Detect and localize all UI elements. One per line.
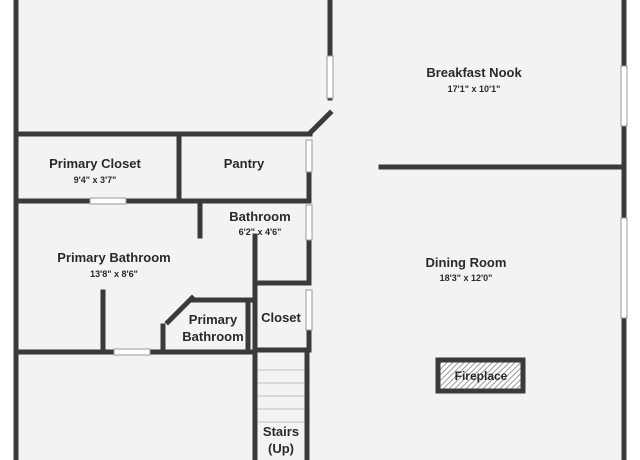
fireplace-label: Fireplace bbox=[455, 369, 508, 383]
small-primary-bathroom-line1: Primary bbox=[189, 312, 238, 327]
dining-room-name: Dining Room bbox=[426, 255, 507, 270]
walls bbox=[13, 0, 627, 460]
bathroom-name: Bathroom bbox=[229, 209, 290, 224]
dining-room-dims: 18'3" x 12'0" bbox=[440, 273, 493, 283]
stairs-treads bbox=[255, 369, 306, 423]
closet-name: Closet bbox=[261, 310, 301, 325]
pantry-name: Pantry bbox=[224, 156, 265, 171]
stairs-line1: Stairs bbox=[263, 424, 299, 439]
primary-bathroom-dims: 13'8" x 8'6" bbox=[90, 269, 138, 279]
stairs-line2: (Up) bbox=[268, 441, 294, 456]
bathroom-dims: 6'2" x 4'6" bbox=[239, 227, 282, 237]
primary-closet-dims: 9'4" x 3'7" bbox=[74, 175, 117, 185]
primary-closet-name: Primary Closet bbox=[49, 156, 141, 171]
windows bbox=[89, 55, 628, 356]
breakfast-nook-name: Breakfast Nook bbox=[426, 65, 522, 80]
room-labels: Breakfast Nook 17'1" x 10'1" Primary Clo… bbox=[49, 65, 522, 456]
primary-bathroom-name: Primary Bathroom bbox=[57, 250, 170, 265]
small-primary-bathroom-line2: Bathroom bbox=[182, 329, 243, 344]
breakfast-nook-dims: 17'1" x 10'1" bbox=[448, 84, 501, 94]
